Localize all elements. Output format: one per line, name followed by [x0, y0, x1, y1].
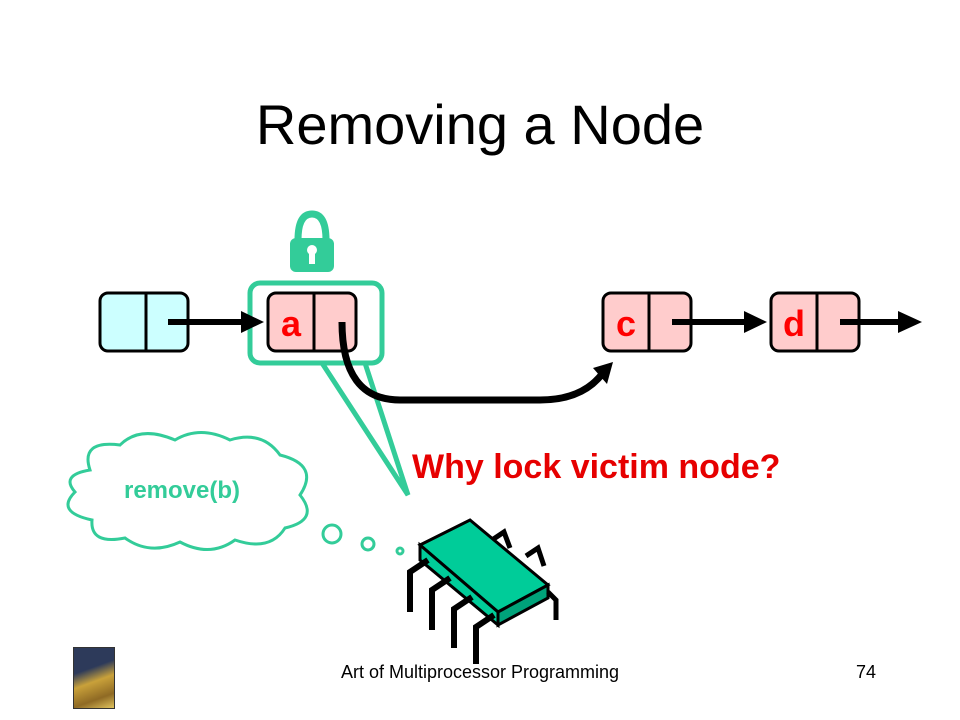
- pointer-d-out: [840, 311, 922, 333]
- node-a-label: a: [281, 303, 302, 344]
- footer-text: Art of Multiprocessor Programming: [340, 662, 620, 682]
- list-node-a: a: [266, 291, 358, 353]
- thought-text: remove(b): [124, 477, 240, 504]
- pointer-a-to-c: [338, 321, 613, 404]
- thought-bubble-large: [321, 523, 343, 545]
- thought-bubble-medium: [360, 536, 376, 552]
- slide-title: Removing a Node: [255, 93, 705, 156]
- node-c-label: c: [616, 303, 636, 344]
- page-number: 74: [856, 662, 877, 682]
- thread-chip-icon: [407, 518, 559, 664]
- lock-icon: [290, 210, 334, 272]
- pointer-head-to-a: [168, 311, 264, 333]
- thought-cloud: remove(b): [66, 431, 309, 551]
- book-cover-icon: [73, 647, 115, 709]
- speech-bubble-tail: [319, 361, 411, 497]
- thought-bubble-small: [395, 546, 405, 556]
- question-text: Why lock victim node?: [412, 448, 780, 486]
- list-node-d: d: [769, 291, 861, 353]
- pointer-c-to-d: [672, 311, 767, 333]
- node-d-label: d: [783, 303, 805, 344]
- list-node-c: c: [601, 291, 693, 353]
